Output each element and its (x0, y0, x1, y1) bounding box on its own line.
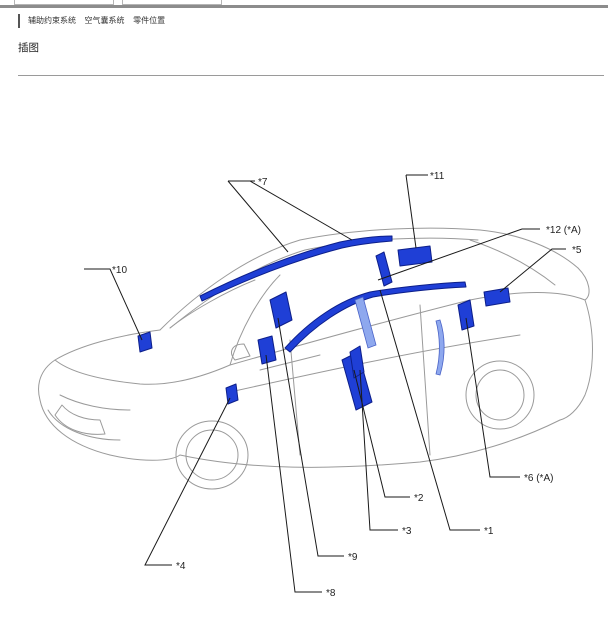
front-passenger-airbag (397, 245, 433, 267)
pillar-airbag-lh (375, 251, 393, 287)
airbag-light-components (354, 296, 445, 376)
breadcrumb-item-parts-location[interactable]: 零件位置 (133, 16, 166, 25)
callout-5: *5 (572, 245, 582, 256)
breadcrumb-item-restraint-system[interactable]: 辅助约束系统 (28, 16, 76, 25)
rear-airbag-module (483, 287, 511, 307)
curtain-airbag-lh (199, 235, 393, 302)
callout-6: *6 (*A) (524, 473, 553, 484)
callout-8: *8 (326, 588, 336, 599)
callout-2: *2 (414, 493, 424, 504)
page-title: 插图 (18, 42, 39, 54)
callout-11: *11 (430, 171, 445, 182)
breadcrumb-item-airbag-system[interactable]: 空气囊系统 (84, 16, 125, 25)
curtain-airbag-rh (284, 281, 467, 353)
callout-9: *9 (348, 552, 358, 563)
breadcrumb: 辅助约束系统 空气囊系统 零件位置 (18, 14, 171, 28)
tab-2[interactable] (122, 0, 222, 5)
callout-3: *3 (402, 526, 412, 537)
front-seat-side-airbag (269, 291, 293, 329)
tab-1[interactable] (14, 0, 114, 5)
tab-bar (0, 0, 608, 8)
callout-7: *7 (258, 177, 268, 188)
callout-1: *1 (484, 526, 494, 537)
rear-side-airbag (457, 299, 475, 331)
header-rule (0, 5, 608, 8)
callout-4: *4 (176, 561, 186, 572)
callout-10: *10 (112, 265, 127, 276)
seat-light-2 (435, 319, 445, 376)
airbag-components (137, 235, 511, 411)
title-divider (18, 75, 604, 76)
callout-12: *12 (*A) (546, 225, 581, 236)
steering-wheel-pad (137, 331, 153, 353)
leader-lines (84, 174, 566, 593)
seat-light-1 (354, 296, 377, 349)
knee-airbag (225, 383, 239, 405)
front-side-airbag (257, 335, 277, 365)
